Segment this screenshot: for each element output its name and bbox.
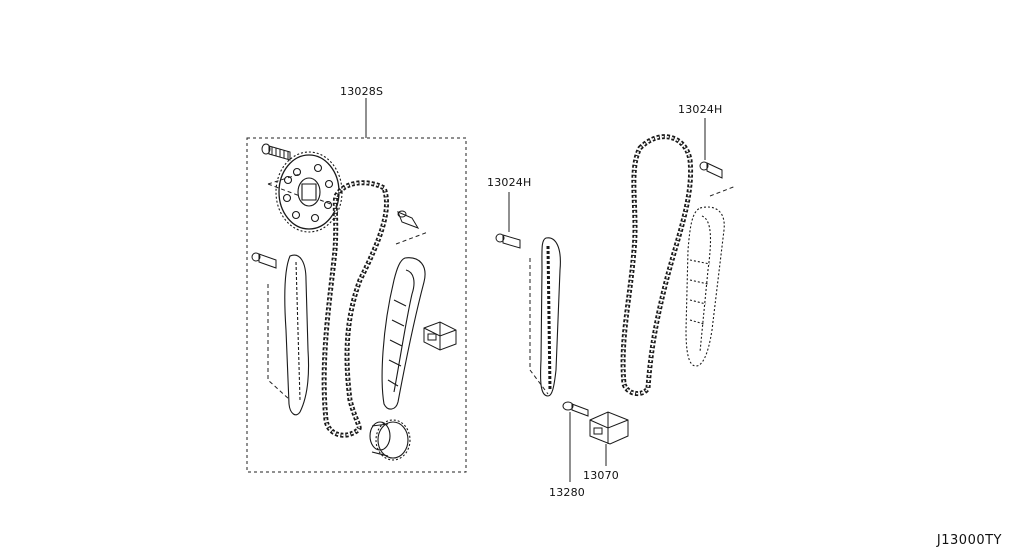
tensioner-bolt-icon <box>562 401 589 417</box>
crank-sprocket-icon <box>369 419 411 461</box>
guide-part-number-right: 13024H <box>678 103 723 116</box>
bolt-icon <box>261 143 291 161</box>
diagram-code: J13000TY <box>936 533 1002 548</box>
right-bolt-icon <box>699 161 723 179</box>
tensioner-part-number: 13070 <box>583 469 619 482</box>
guide-bolt-left-icon <box>251 252 277 269</box>
guide-part-number-left: 13024H <box>487 176 532 189</box>
timing-chain <box>321 180 389 438</box>
chain-tensioner-icon <box>423 321 457 351</box>
middle-bolt-icon <box>495 233 521 249</box>
tension-guide-icon <box>381 257 426 410</box>
tensioner-icon <box>589 411 629 445</box>
guide-bolt-icon <box>397 210 420 229</box>
bolt-part-number: 13280 <box>549 486 585 499</box>
right-timing-chain <box>620 134 694 396</box>
middle-guide-icon <box>539 237 561 397</box>
kit-boundary <box>246 137 467 473</box>
right-guide-icon <box>685 206 725 367</box>
slack-guide-icon <box>284 254 310 416</box>
kit-part-number: 13028S <box>340 85 384 98</box>
cam-sprocket-icon <box>275 151 343 233</box>
